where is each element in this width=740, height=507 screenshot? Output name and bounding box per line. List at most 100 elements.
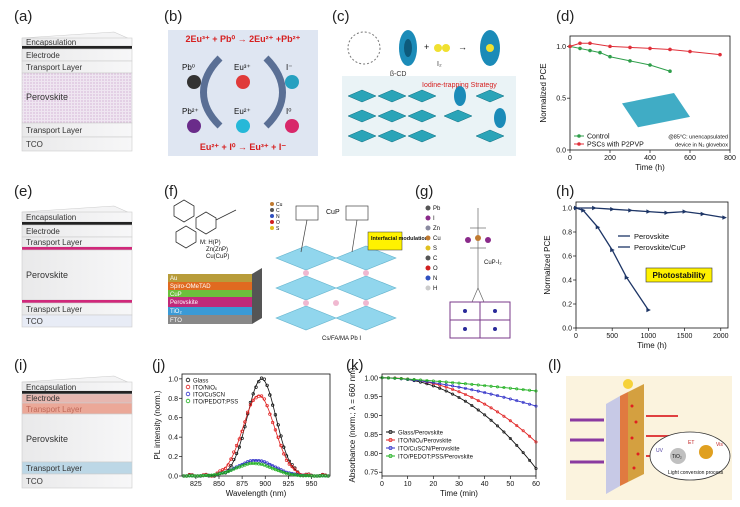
data-point (608, 44, 612, 49)
eu2-ion (236, 119, 250, 133)
data-point (489, 418, 493, 422)
element-label: Cu (276, 202, 283, 208)
data-point (502, 414, 506, 418)
data-point (646, 209, 651, 214)
data-point (229, 468, 233, 472)
iodide-ion (285, 75, 299, 89)
layer-label: TCO (26, 140, 43, 149)
data-point (221, 468, 225, 472)
y-tick-label: 0.8 (168, 396, 178, 403)
y-tick-label: 0.5 (556, 96, 566, 103)
data-point (444, 383, 448, 387)
device-stack-a-drawing: Encapsulation Electrode Transport Layer … (21, 31, 133, 152)
data-point (451, 381, 455, 385)
molecule-label: Cu(CuP) (206, 254, 229, 260)
y-tick-label: 0.80 (364, 451, 378, 458)
data-point (470, 388, 474, 392)
iodine-trapping-schematic: β-CD + I₂ → Iodine-trapping Strategy (340, 26, 518, 158)
redox-shuttle-diagram: 2Eu³⁺ + Pb⁰ → 2Eu²⁺ +Pb²⁺ Pb⁰ Eu³⁺ I⁻ Pb… (168, 30, 318, 156)
molecule-label: Zn(ZnP) (206, 247, 228, 253)
panel-label-f: (f) (164, 183, 179, 200)
data-point (595, 225, 601, 230)
data-point (419, 378, 423, 382)
data-point (628, 59, 632, 63)
data-point (393, 376, 397, 380)
data-point (273, 467, 278, 472)
layer-label: Perovskite (26, 434, 68, 444)
panel-label-c: (c) (332, 8, 350, 25)
data-point (476, 383, 480, 387)
data-point (528, 388, 532, 392)
y-tick-label: 0.85 (364, 432, 378, 439)
data-point (444, 389, 448, 393)
data-point (628, 45, 632, 50)
layer-label: Transport Layer (26, 305, 83, 314)
panel-label-h: (h) (556, 183, 575, 200)
data-point (229, 464, 233, 468)
layer-label: TCO (26, 477, 43, 486)
data-point (463, 399, 467, 403)
data-point (718, 52, 722, 57)
data-point (463, 386, 467, 390)
top-equation: 2Eu³⁺ + Pb⁰ → 2Eu²⁺ +Pb²⁺ (186, 34, 301, 44)
data-point (470, 382, 474, 386)
data-point (406, 377, 410, 381)
legend-label: Glass/Perovskite (398, 430, 444, 436)
y-tick-label: 0.4 (168, 435, 178, 442)
layer-label: Perovskite (170, 300, 199, 306)
data-point (431, 381, 435, 385)
data-point (386, 376, 390, 380)
legend-label: ITO/PEDOT:PSS (193, 399, 238, 405)
light-conversion-label: Light conversion process (668, 470, 724, 476)
layer-label: Perovskite (26, 270, 68, 280)
legend-label: Perovskite/CuP (634, 243, 686, 252)
layer-label: Encapsulation (26, 38, 76, 47)
data-point (287, 462, 291, 466)
data-point (515, 387, 519, 391)
data-point (515, 443, 519, 447)
x-tick-label: 925 (283, 481, 295, 488)
plot-frame (181, 373, 331, 477)
data-point (700, 211, 706, 217)
y-axis-label: PL intensity (norm.) (153, 390, 162, 459)
data-point (451, 392, 455, 396)
data-point (483, 402, 487, 406)
data-point (412, 377, 416, 381)
y-tick-label: 0.2 (168, 454, 178, 461)
data-point (668, 47, 672, 52)
data-point (489, 384, 493, 388)
panel-label-e: (e) (14, 183, 33, 200)
cup-i2-label: CuP-I₂ (484, 260, 502, 266)
plot-frame (575, 201, 729, 329)
data-point (425, 382, 429, 386)
legend-label: Glass (193, 378, 208, 384)
data-point (588, 48, 592, 53)
y-tick-label: 0.90 (364, 413, 378, 420)
y-axis-label: Normalized PCE (543, 235, 552, 294)
light-conversion-drawing: UV TiO₂ ET Vis Light conversion process (570, 379, 731, 494)
element-label: S (433, 246, 437, 252)
legend-marker (185, 391, 191, 397)
element-key: Pb I Zn Cu S C O N H (425, 205, 441, 292)
i0-atom (285, 119, 299, 133)
legend-label: ITO/CuSCN (193, 392, 225, 398)
data-point (251, 398, 255, 402)
data-point (515, 399, 519, 403)
cup-interface-drawing: M: H(P) Zn(ZnP) Cu(CuP) Au Spiro-OMeTAD … (168, 199, 429, 342)
inset-note: @85°C: unencapsulated (668, 135, 728, 141)
data-point (628, 208, 633, 213)
y-tick-label: 0.2 (562, 302, 572, 309)
series-line (575, 207, 649, 311)
plot-frame (381, 373, 537, 477)
data-point (457, 385, 461, 389)
fit-line (183, 395, 329, 477)
x-tick-label: 500 (606, 333, 618, 340)
layer-label: Spiro-OMeTAD (170, 284, 211, 290)
y-tick-label: 0.95 (364, 394, 378, 401)
data-point (592, 205, 597, 211)
uv-label: UV (656, 448, 664, 454)
data-point (682, 209, 688, 214)
interfacial-modulation-callout (367, 231, 403, 251)
